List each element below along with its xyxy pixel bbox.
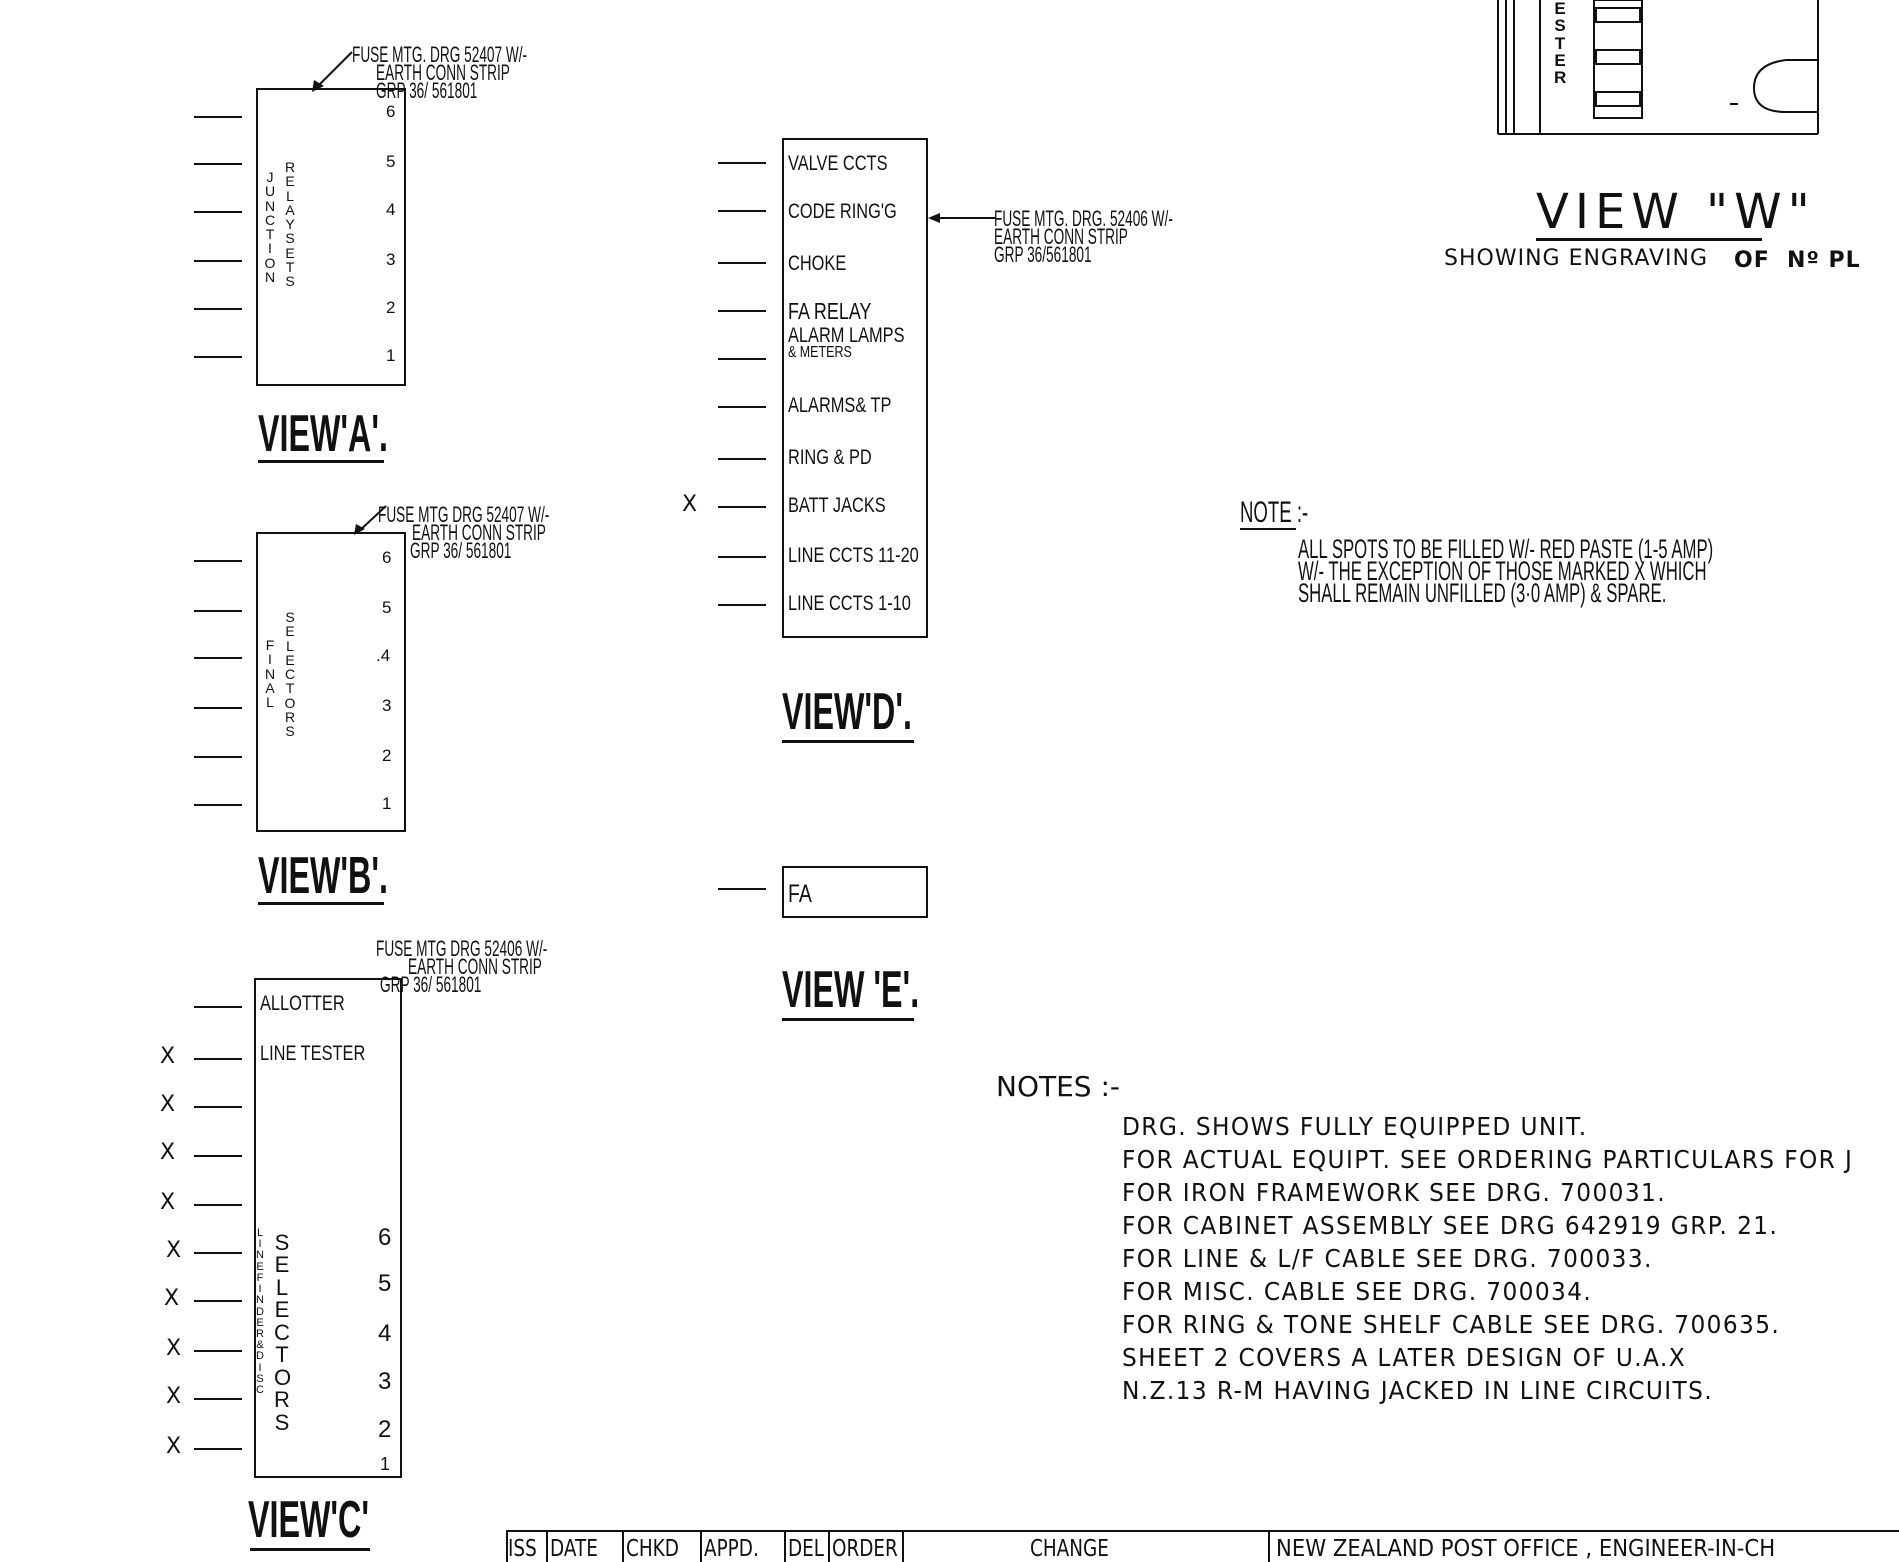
view-a-callout-3: GRP 36/ 561801 — [376, 78, 478, 103]
notes-list: DRG. SHOWS FULLY EQUIPPED UNIT. FOR ACTU… — [1122, 1110, 1853, 1407]
x-mark: X — [160, 1044, 176, 1069]
x-mark: X — [164, 1286, 180, 1311]
view-d-row: CODE RING'G — [788, 200, 897, 223]
notes-line: FOR CABINET ASSEMBLY SEE DRG 642919 GRP.… — [1122, 1211, 1779, 1240]
view-c-num-4: 4 — [378, 1320, 392, 1347]
view-b-num-4: .4 — [376, 646, 391, 665]
x-mark: X — [160, 1092, 176, 1117]
notes-line: N.Z.13 R-M HAVING JACKED IN LINE CIRCUIT… — [1122, 1376, 1714, 1405]
notes-line: FOR LINE & L/F CABLE SEE DRG. 700033. — [1122, 1244, 1653, 1273]
view-c-num-1: 1 — [380, 1454, 391, 1474]
view-c-num-3: 3 — [378, 1368, 392, 1395]
view-d-row: VALVE CCTS — [788, 152, 888, 175]
note-line: SHALL REMAIN UNFILLED (3·0 AMP) & SPARE. — [1298, 578, 1667, 608]
view-d-row: RING & PD — [788, 446, 872, 469]
view-w-subtitle-tail: OF Nº PL — [1734, 248, 1861, 273]
notes-line: SHEET 2 COVERS A LATER DESIGN OF U.A.X — [1122, 1343, 1687, 1372]
x-mark: X — [166, 1384, 182, 1409]
view-d-callout-2: EARTH CONN STRIP — [994, 224, 1128, 249]
view-c-callout-2: EARTH CONN STRIP — [408, 954, 542, 979]
view-c-num-2: 2 — [378, 1416, 392, 1443]
view-d-row: FA RELAY — [788, 298, 872, 324]
x-mark: X — [166, 1434, 182, 1459]
x-mark: X — [166, 1238, 182, 1263]
view-d-row: CHOKE — [788, 252, 847, 275]
view-a-num-4: 4 — [386, 200, 396, 219]
view-d-row: & METERS — [788, 344, 852, 361]
view-d-row: LINE CCTS 11-20 — [788, 544, 919, 567]
view-d-row: ALARMS& TP — [788, 394, 892, 417]
view-b-callout-3: GRP 36/ 561801 — [410, 538, 512, 563]
view-a-callout-2: EARTH CONN STRIP — [376, 60, 510, 85]
title-col-appd: APPD. — [704, 1536, 759, 1562]
view-e-panel: FA — [782, 866, 928, 918]
view-d-title: VIEW'D'. — [782, 683, 912, 741]
notes-line: FOR ACTUAL EQUIPT. SEE ORDERING PARTICUL… — [1122, 1145, 1854, 1174]
view-a-num-1: 1 — [386, 346, 396, 365]
callout-arrow-icon — [928, 213, 996, 223]
note-line: ALL SPOTS TO BE FILLED W/- RED PASTE (1-… — [1298, 534, 1714, 564]
title-org: NEW ZEALAND POST OFFICE , ENGINEER-IN-CH — [1276, 1536, 1776, 1562]
view-b-num-5: 5 — [382, 598, 392, 617]
view-c-row-line-tester: LINE TESTER — [260, 1042, 366, 1065]
notes-line: FOR RING & TONE SHELF CABLE SEE DRG. 700… — [1122, 1310, 1781, 1339]
view-w-title: VIEW "W" — [1536, 184, 1816, 240]
view-b-num-1: 1 — [382, 794, 392, 813]
view-c-num-5: 5 — [378, 1270, 392, 1297]
engraving-plate-icon — [1497, 0, 1819, 135]
notes-line: FOR IRON FRAMEWORK SEE DRG. 700031. — [1122, 1178, 1666, 1207]
x-mark: X — [682, 492, 698, 517]
view-b-num-3: 3 — [382, 696, 392, 715]
title-col-order: ORDER — [832, 1536, 898, 1562]
note-line: W/- THE EXCEPTION OF THOSE MARKED X WHIC… — [1298, 556, 1707, 586]
view-a-title: VIEW'A'. — [258, 405, 388, 463]
view-d-row: LINE CCTS 1-10 — [788, 592, 911, 615]
note-heading: NOTE :- — [1240, 496, 1309, 529]
view-c-num-6: 6 — [378, 1224, 392, 1251]
view-b-callout-1: FUSE MTG DRG 52407 W/- — [378, 502, 550, 527]
view-d-panel: VALVE CCTS CODE RING'G CHOKE FA RELAY AL… — [782, 138, 928, 638]
view-b-num-2: 2 — [382, 746, 392, 765]
view-a-num-6: 6 — [386, 102, 396, 121]
title-col-del: DEL — [788, 1536, 825, 1562]
view-w-subtitle: SHOWING ENGRAVING — [1444, 246, 1709, 271]
view-e-row: FA — [788, 880, 812, 908]
title-col-date: DATE — [550, 1536, 598, 1562]
view-a-num-2: 2 — [386, 298, 396, 317]
view-d-callout-1: FUSE MTG. DRG. 52406 W/- — [994, 206, 1173, 231]
view-d-row: BATT JACKS — [788, 494, 886, 517]
view-d-row: ALARM LAMPS — [788, 324, 905, 347]
view-a-num-3: 3 — [386, 250, 396, 269]
view-a-num-5: 5 — [386, 152, 396, 171]
notes-line: DRG. SHOWS FULLY EQUIPPED UNIT. — [1122, 1112, 1588, 1141]
notes-heading: NOTES :- — [996, 1070, 1120, 1103]
x-mark: X — [166, 1336, 182, 1361]
view-b-num-6: 6 — [382, 548, 392, 567]
x-mark: X — [160, 1140, 176, 1165]
view-e-title: VIEW 'E'. — [782, 961, 920, 1019]
title-col-change: CHANGE — [1030, 1536, 1109, 1562]
title-col-iss: ISS — [508, 1536, 537, 1562]
view-c-title: VIEW'C' — [248, 1491, 370, 1549]
view-c-callout-1: FUSE MTG DRG 52406 W/- — [376, 936, 548, 961]
view-b-callout-2: EARTH CONN STRIP — [412, 520, 546, 545]
view-d-callout-3: GRP 36/561801 — [994, 242, 1092, 267]
notes-line: FOR MISC. CABLE SEE DRG. 700034. — [1122, 1277, 1593, 1306]
title-col-chkd: CHKD — [626, 1536, 679, 1562]
x-mark: X — [160, 1190, 176, 1215]
view-b-title: VIEW'B'. — [258, 847, 388, 905]
view-a-callout-1: FUSE MTG. DRG 52407 W/- — [352, 42, 528, 67]
view-c-row-allotter: ALLOTTER — [260, 992, 345, 1015]
